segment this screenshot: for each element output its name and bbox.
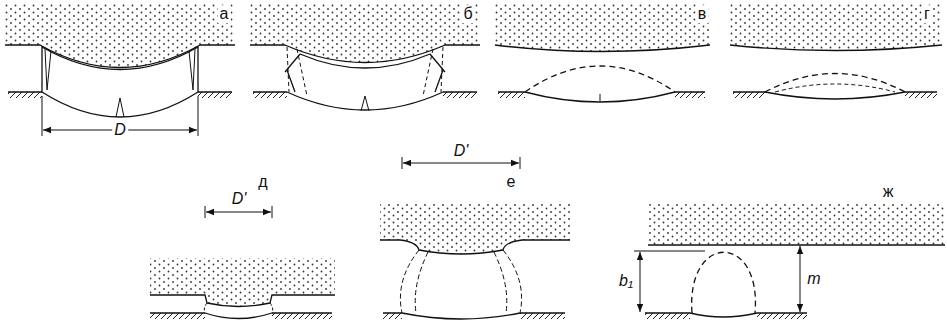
panel-f bbox=[380, 157, 570, 319]
panel-letter: е bbox=[505, 173, 518, 191]
dimension-label: b₁ bbox=[617, 272, 635, 290]
panel-e bbox=[150, 206, 335, 319]
panel-a bbox=[5, 4, 235, 136]
panel-letter: в bbox=[696, 5, 709, 23]
panel-b bbox=[250, 4, 480, 111]
panel-letter: б bbox=[461, 5, 474, 23]
panel-letter: г bbox=[922, 5, 932, 23]
dimension-label: D' bbox=[452, 142, 471, 160]
roof-beam bbox=[42, 47, 198, 117]
panel-letter: ж bbox=[881, 183, 896, 201]
panel-d bbox=[730, 4, 942, 99]
panel-g bbox=[634, 203, 945, 319]
soil-boundary bbox=[5, 45, 235, 68]
dimension-label: m bbox=[805, 270, 822, 288]
dimension-label: D bbox=[112, 121, 128, 139]
dimension-label: D' bbox=[230, 190, 249, 208]
panel-letter: д bbox=[256, 173, 269, 191]
panel-c bbox=[495, 4, 710, 102]
panel-letter: а bbox=[218, 5, 231, 23]
